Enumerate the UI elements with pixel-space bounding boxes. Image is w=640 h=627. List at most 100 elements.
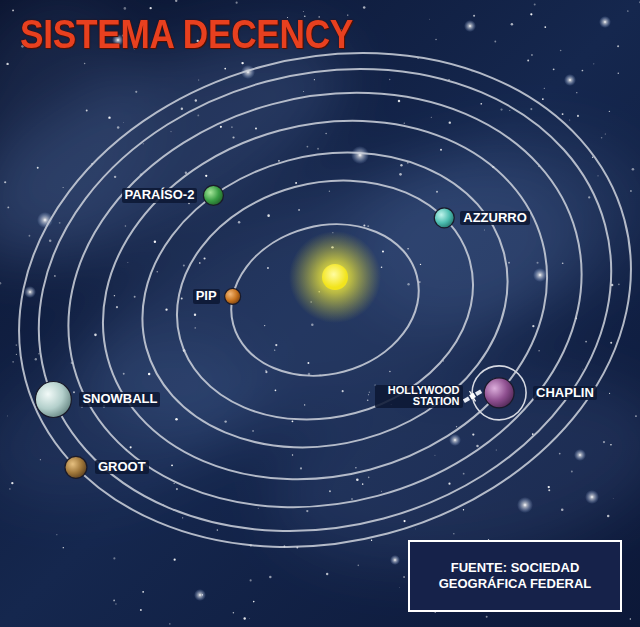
star (381, 490, 383, 492)
star (363, 6, 366, 9)
star (250, 579, 252, 581)
star (431, 117, 432, 118)
star (35, 358, 37, 360)
star (134, 296, 136, 298)
star (630, 618, 631, 619)
star (175, 418, 178, 421)
star (576, 92, 577, 93)
star (73, 391, 75, 393)
bright-star (449, 434, 461, 446)
star (236, 2, 238, 4)
star (303, 91, 305, 93)
bright-star (464, 20, 476, 32)
star (603, 441, 605, 443)
star (181, 298, 183, 300)
star (171, 464, 173, 466)
star (311, 323, 314, 326)
bright-star (351, 146, 369, 164)
star (389, 79, 391, 81)
star (54, 275, 56, 277)
star (123, 373, 125, 375)
star (142, 591, 144, 593)
star (342, 390, 344, 392)
star (269, 576, 271, 578)
orbit (0, 0, 640, 614)
star (154, 241, 156, 243)
star (174, 559, 176, 561)
star (509, 110, 510, 111)
star (241, 62, 243, 64)
bright-star (533, 268, 547, 282)
star (176, 488, 178, 490)
star (224, 68, 226, 70)
star (11, 482, 13, 484)
star (398, 100, 400, 102)
star (363, 225, 365, 227)
star (428, 18, 430, 20)
source-box: FUENTE: SOCIEDAD GEOGRÁFICA FEDERAL (408, 540, 622, 612)
nebula (332, 104, 640, 356)
star (169, 623, 171, 625)
star (265, 371, 267, 373)
planet-label: PARAÍSO-2 (122, 188, 198, 202)
star (618, 283, 620, 285)
star (434, 455, 435, 456)
star (368, 477, 370, 479)
star (420, 264, 421, 265)
star (588, 196, 590, 198)
star (0, 282, 1, 284)
star (538, 350, 539, 351)
star (63, 187, 64, 188)
star (195, 99, 197, 101)
star (604, 133, 606, 135)
antenna (470, 391, 476, 401)
planet (203, 185, 223, 205)
star (113, 557, 115, 559)
star (630, 190, 631, 191)
star (544, 26, 546, 28)
star (157, 271, 158, 272)
bright-star (574, 449, 586, 461)
bright-star (517, 497, 533, 513)
sun-glow (289, 231, 381, 323)
star (326, 573, 328, 575)
star (351, 498, 353, 500)
source-text: FUENTE: SOCIEDAD GEOGRÁFICA FEDERAL (420, 560, 610, 593)
star (199, 262, 201, 264)
star (292, 420, 294, 422)
star (632, 168, 635, 171)
solar-panel (475, 389, 482, 395)
star (307, 362, 309, 364)
planet-label: GROOT (95, 460, 149, 474)
star (38, 353, 40, 355)
star (233, 612, 234, 613)
star (463, 509, 464, 510)
star (369, 391, 370, 392)
orbit (109, 113, 541, 488)
star (173, 483, 174, 484)
star (29, 235, 31, 237)
star (407, 283, 409, 285)
star (404, 123, 405, 124)
star (135, 91, 137, 93)
planet-label: PIP (193, 289, 220, 303)
star (582, 70, 584, 72)
sun (322, 264, 348, 290)
star (130, 446, 132, 448)
star (403, 576, 404, 577)
star (407, 248, 409, 250)
star (486, 616, 488, 618)
star (436, 191, 438, 193)
planet (65, 456, 87, 478)
star (610, 444, 611, 445)
star (532, 325, 534, 327)
star (532, 433, 534, 435)
star (232, 136, 234, 138)
star (49, 239, 52, 242)
star (536, 262, 538, 264)
star (569, 119, 570, 120)
bright-star (24, 286, 36, 298)
star (571, 471, 573, 473)
star (243, 617, 245, 619)
star (597, 175, 598, 176)
